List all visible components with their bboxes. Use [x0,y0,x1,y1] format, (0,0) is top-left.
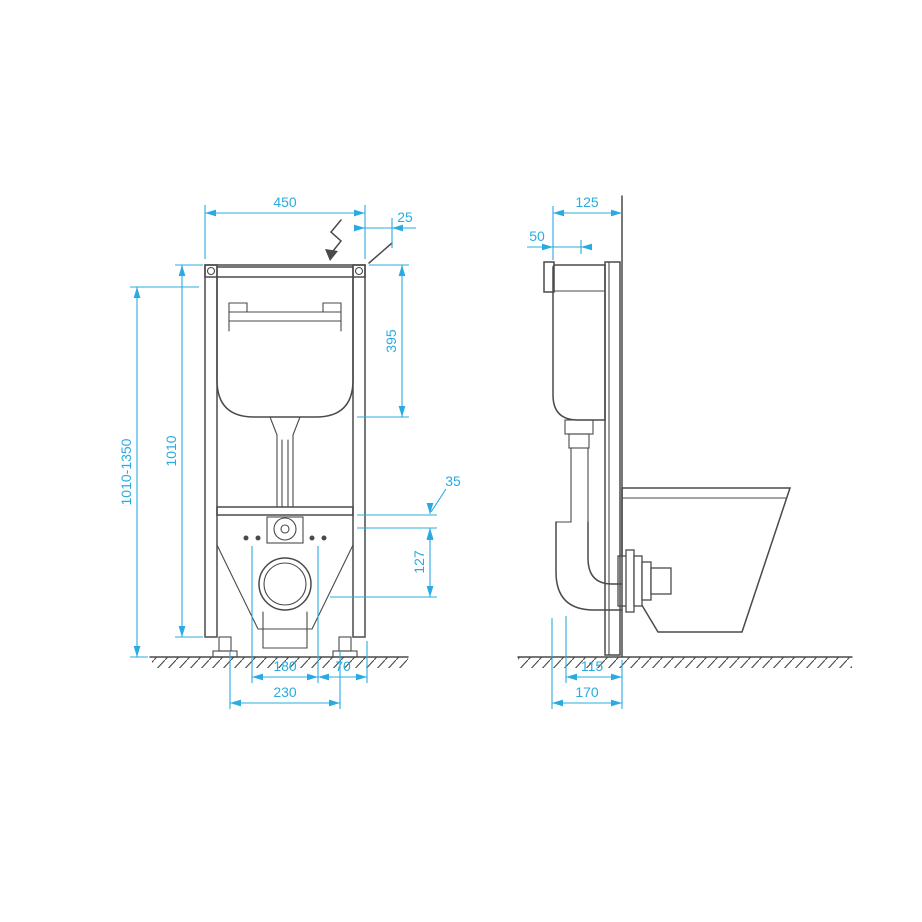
cistern-left-clip [228,302,248,332]
flush-flow-arrowhead-icon [325,249,338,261]
flush-pipe-taper [269,416,301,436]
side-view-dimensions: 125 50 115 170 [527,194,623,709]
cistern-right-clip [322,302,342,332]
crossbar [216,506,354,516]
cistern-side [552,264,606,421]
frame-top-right-hole [354,266,364,276]
valve-box-lower [568,433,590,449]
connector-flange-1 [625,549,635,613]
ground-hatch-front [152,657,408,668]
right-foot-plate [332,650,358,658]
wall-anchor-rod [368,242,393,264]
outlet-circle-inner [263,562,307,606]
side-frame-structure [543,195,623,658]
bend-inner [587,521,623,585]
fixing-bolt-2 [255,535,261,541]
left-foot [218,636,232,652]
frame-top-member [204,264,366,278]
dim-fixing-spacing: 180 [273,658,297,674]
left-foot-plate [212,650,238,658]
toilet-bowl-profile [621,487,792,633]
flush-plate [543,261,555,293]
dim-base-width: 230 [273,684,297,700]
dim-frame-height: 1010 [163,435,179,466]
front-frame-structure [204,219,393,658]
dim-height-range: 1010-1350 [118,438,134,505]
inlet-circle-inner [280,524,290,534]
bowl-outlet-connector [617,549,672,613]
side-view: 125 50 115 170 [517,194,853,709]
side-frame-rail [604,261,621,656]
outlet-circle-outer [258,557,312,611]
dim-outlet-depth: 115 [581,658,604,674]
fixing-bolt-3 [309,535,315,541]
connector-flange-2 [633,555,643,607]
dim-front-clearance: 50 [529,228,545,244]
valve-box-upper [564,419,594,435]
dim-outlet-drop: 127 [411,550,427,574]
base-plate-left-slant [216,544,259,630]
flush-flow-arrow-icon [329,219,343,252]
connector-pipe [650,567,672,595]
connector-flange-3 [641,561,652,601]
dim-cistern-height: 395 [383,329,399,353]
inlet-circle [273,517,297,541]
fixing-bolt-4 [321,535,327,541]
dim-crossbar-offset: 35 [445,473,461,489]
inlet-housing [266,516,304,544]
dim-side-offset: 70 [335,658,351,674]
ground-hatch-side [518,657,852,668]
frame-left-rail [204,264,218,638]
fixing-bolt-1 [243,535,249,541]
dim-base-depth: 170 [575,684,599,700]
bend-outer [555,521,623,611]
dim-frame-width: 450 [273,194,297,210]
right-foot [338,636,352,652]
dim-frame-depth: 125 [575,194,599,210]
leader-35 [430,488,447,513]
front-view: 450 25 395 1010 1010-1350 [118,194,461,709]
dim-wall-offset: 25 [397,209,413,225]
front-view-dimensions: 450 25 395 1010 1010-1350 [118,194,461,709]
cistern-front [216,266,354,418]
frame-right-rail [352,264,366,638]
frame-top-left-hole [206,266,216,276]
bowl-outline [621,487,792,633]
base-plate-right-slant [311,544,354,630]
